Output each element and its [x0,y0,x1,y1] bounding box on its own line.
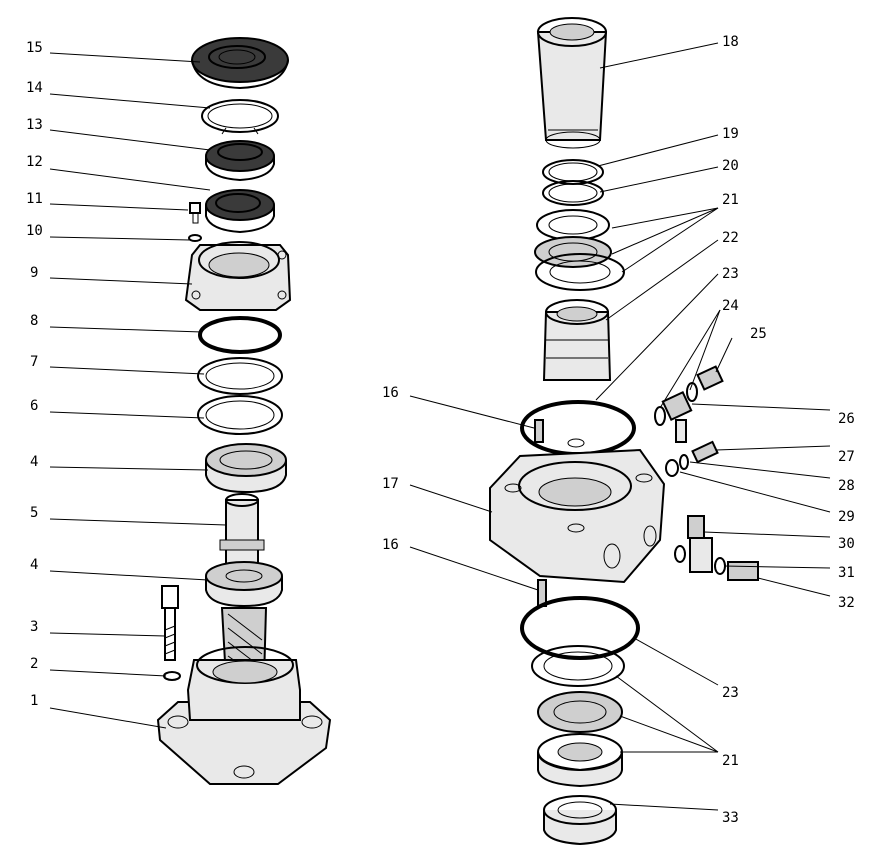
part-4-bearing-lower [205,561,283,608]
label-2: 2 [30,656,38,672]
label-23-upper: 23 [722,266,739,282]
label-27: 27 [838,449,855,465]
label-7: 7 [30,354,38,370]
part-15-oil-seal [191,37,289,90]
label-24: 24 [722,298,739,314]
left-assembly [156,37,332,785]
label-26: 26 [838,411,855,427]
part-21-bearing-stack-lower [531,645,625,788]
label-20: 20 [722,158,739,174]
label-16-upper: 16 [382,385,399,401]
label-4-lower: 4 [30,557,38,573]
part-3-bolt [161,585,179,661]
part-11-bolt [189,202,201,224]
part-30-32-elbow-fitting [674,515,759,581]
part-5-shaft [219,493,265,571]
label-15: 15 [26,40,43,56]
label-31: 31 [838,565,855,581]
part-8-o-ring [198,316,282,354]
label-13: 13 [26,117,43,133]
part-17-valve-body [489,438,666,584]
label-1: 1 [30,693,38,709]
label-14: 14 [26,80,43,96]
label-29: 29 [838,509,855,525]
label-28: 28 [838,478,855,494]
part-14-retaining-ring [201,99,279,135]
part-6-shim [197,395,283,435]
label-32: 32 [838,595,855,611]
label-9: 9 [30,265,38,281]
label-11: 11 [26,191,43,207]
label-16-lower: 16 [382,537,399,553]
part-27-29-union [665,440,719,477]
part-labels: 15 14 13 12 11 10 9 8 7 6 4 5 4 3 2 1 18… [26,34,855,826]
part-21-bearing-stack-upper [534,209,625,291]
part-23-o-ring-lower [520,596,640,660]
part-20-ring [542,180,604,206]
part-4-bearing-upper [205,443,287,494]
label-8: 8 [30,313,38,329]
part-24-26-banjo-fitting [654,365,724,443]
part-12-seal [205,189,275,234]
part-22-bushing [542,299,612,381]
part-16-pin-upper [534,419,544,443]
part-18-sleeve [536,17,608,149]
label-6: 6 [30,398,38,414]
label-5: 5 [30,505,38,521]
label-23-lower: 23 [722,685,739,701]
label-25: 25 [750,326,767,342]
part-10-washer [188,234,202,242]
right-assembly [489,17,759,846]
part-7-shim [197,357,283,395]
label-4-upper: 4 [30,454,38,470]
leader-lines [49,42,831,811]
label-17: 17 [382,476,399,492]
label-10: 10 [26,223,43,239]
part-1-base-housing [156,646,332,785]
part-13-seal [205,140,275,182]
label-3: 3 [30,619,38,635]
label-30: 30 [838,536,855,552]
label-33: 33 [722,810,739,826]
part-9-flange-housing [184,241,292,311]
label-21-upper: 21 [722,192,739,208]
part-2-lock-washer [163,671,181,681]
label-18: 18 [722,34,739,50]
label-12: 12 [26,154,43,170]
label-22: 22 [722,230,739,246]
label-21-lower: 21 [722,753,739,769]
part-33-nut [543,795,617,846]
label-19: 19 [722,126,739,142]
